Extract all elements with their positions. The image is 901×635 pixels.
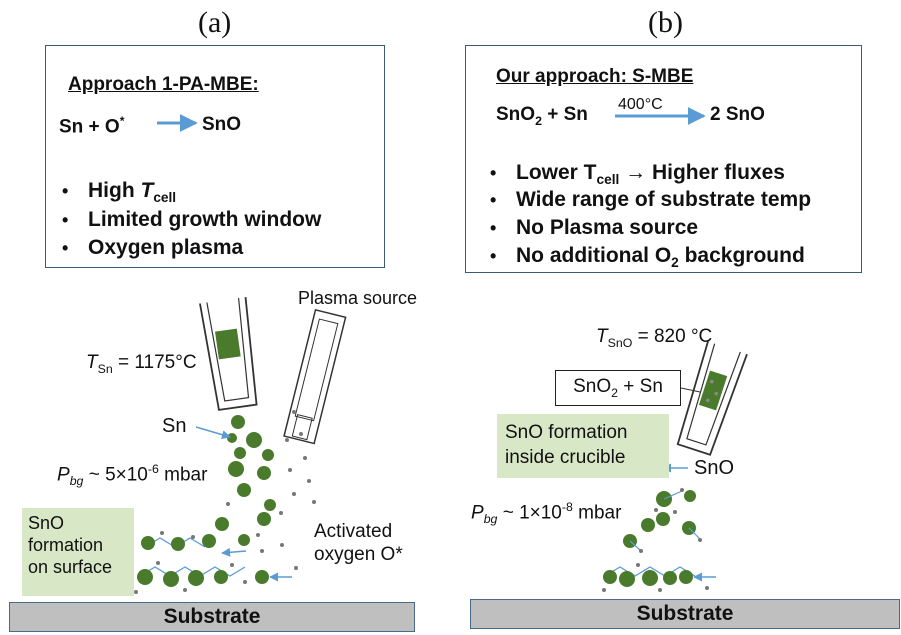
surface-pointer-arrow-1 [221,547,247,557]
surface-dots-b [602,563,709,592]
pressure-label-b: Pbg ~ 1×10-8 mbar [471,500,622,527]
plasma-source-label: Plasma source [298,288,418,308]
substrate-a: Substrate [9,602,415,632]
sno-bonds-b [629,490,701,551]
sn-pointer-arrow [195,426,231,440]
approach-a-equation: Sn + O* [59,114,125,138]
sn-effusion-cell [199,297,258,411]
sno-cell-temperature: TSnO = 820 °C [596,326,713,350]
crucible-pointer [680,387,701,393]
approach-b-equation: SnO2 + Sn [496,104,588,128]
surface-particles-b [603,570,693,587]
surface-particles-a [137,534,269,587]
sn-cell-temperature: TSn = 1175°C [86,352,197,376]
plasma-source [283,308,347,445]
sno-effusion-cell [676,341,748,456]
oxygen-dots-a [226,410,316,570]
sno-label: SnO [694,457,735,479]
surface-chain-b [604,566,696,577]
pressure-label-a: Pbg ~ 5×10-6 mbar [57,462,208,489]
approach-b-title: Our approach: S-MBE [496,66,694,87]
approach-a-bullet-3: •Oxygen plasma [62,236,244,259]
approach-b-bullet-4: •No additional O2 background [490,244,805,271]
surface-chain-a [139,537,246,577]
sn-label: Sn [162,415,187,437]
activated-oxygen-label: Activated oxygen O* [314,521,403,565]
approach-b-equation-product: 2 SnO [710,104,765,125]
approach-a-box: Approach 1-PA-MBE: Sn + O* SnO •High Tce… [45,45,385,268]
surface-formation-note: SnO formation on surface [22,508,134,596]
approach-a-bullet-2: •Limited growth window [62,208,322,231]
crucible-formation-note: SnO formation inside crucible [497,414,669,478]
panel-a-label: (a) [198,6,232,39]
approach-a-equation-product: SnO [202,114,242,135]
approach-a-title: Approach 1-PA-MBE: [68,74,259,95]
approach-a-bullet-1: •High Tcell [62,179,177,206]
crucible-contents-box: SnO2 + Sn [555,370,681,406]
substrate-b: Substrate [470,599,900,629]
oxygen-dots-b [639,488,702,553]
sn-particles-a [215,415,276,546]
surface-dots-a [134,531,247,594]
panel-b-label: (b) [648,6,683,39]
approach-b-box: Our approach: S-MBE SnO2 + Sn 400°C 2 Sn… [465,45,862,273]
approach-b-bullet-3: •No Plasma source [490,216,699,239]
approach-b-bullet-1: •Lower Tcell → Higher fluxes [490,161,785,188]
approach-b-bullet-2: •Wide range of substrate temp [490,188,812,211]
approach-b-temp-over-arrow: 400°C [618,96,663,113]
